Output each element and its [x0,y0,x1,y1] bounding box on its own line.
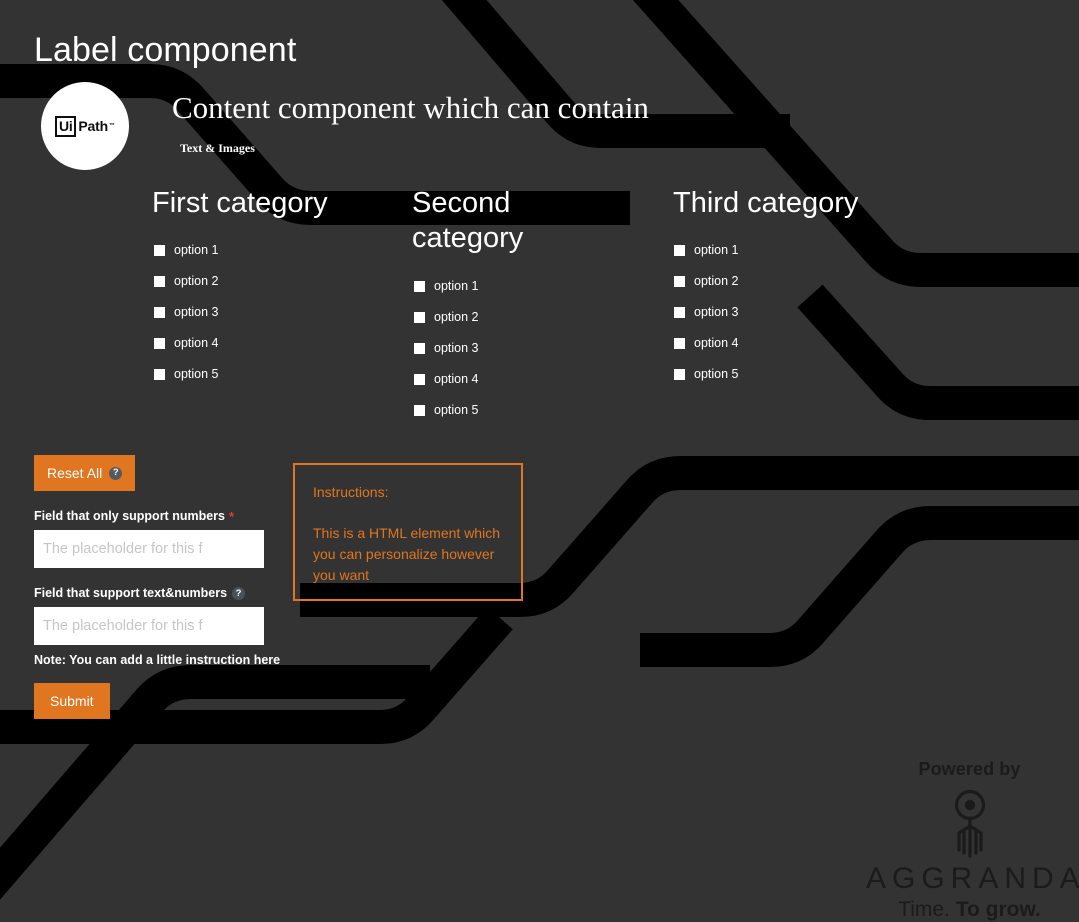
option-label: option 2 [434,310,479,325]
option-label: option 3 [694,305,739,320]
option-label: option 2 [174,274,219,289]
option-label: option 1 [174,243,219,258]
checkbox-icon[interactable] [414,343,425,354]
instructions-body: This is a HTML element which you can per… [313,525,500,583]
option-row[interactable]: option 3 [674,297,918,328]
category-column-second: Second category option 1 option 2 option… [412,186,542,426]
option-row[interactable]: option 1 [414,271,542,302]
option-label: option 5 [694,367,739,382]
option-label: option 4 [174,336,219,351]
option-row[interactable]: option 3 [414,333,542,364]
uipath-logo-tm: ™ [108,123,115,129]
text-numbers-field-label: Field that support text&numbers [34,586,228,601]
tagline-bold: To grow. [955,898,1041,921]
option-row[interactable]: option 4 [674,328,918,359]
checkbox-icon[interactable] [154,307,165,318]
option-row[interactable]: option 1 [674,235,918,266]
aggranda-tagline: Time. To grow. [860,899,1079,920]
option-list-third: option 1 option 2 option 3 option 4 opti… [674,235,918,390]
checkbox-icon[interactable] [154,369,165,380]
powered-by-label: Powered by [918,759,1021,779]
option-row[interactable]: option 2 [154,266,387,297]
checkbox-icon[interactable] [414,281,425,292]
option-label: option 4 [434,372,479,387]
text-numbers-field-label-row: Field that support text&numbers ? [34,587,266,600]
checkbox-icon[interactable] [674,369,685,380]
submit-button[interactable]: Submit [34,682,110,719]
content-heading: Content component which can contain [172,90,649,125]
checkbox-icon[interactable] [674,276,685,287]
help-icon[interactable]: ? [232,587,246,600]
powered-by-footer: Powered by AGGRANDA Time. To grow. [860,760,1079,920]
checkbox-icon[interactable] [674,338,685,349]
category-title-first: First category [152,187,328,219]
option-label: option 4 [694,336,739,351]
option-row[interactable]: option 4 [414,364,542,395]
field-note: Note: You can add a little instruction h… [34,653,281,667]
option-list-second: option 1 option 2 option 3 option 4 opti… [414,271,542,426]
aggranda-wordmark: AGGRANDA [866,862,1079,895]
checkbox-icon[interactable] [414,312,425,323]
aggranda-logo-icon [954,789,985,858]
option-row[interactable]: option 5 [154,359,387,390]
option-label: option 5 [174,367,219,382]
numbers-field-label-row: Field that only support numbers * [34,510,266,523]
tagline-light: Time. [898,898,956,921]
content-subheading: Text & Images [180,141,255,155]
option-label: option 3 [434,341,479,356]
instructions-title: Instructions: [313,484,389,500]
option-row[interactable]: option 4 [154,328,387,359]
option-row[interactable]: option 1 [154,235,387,266]
option-row[interactable]: option 2 [414,302,542,333]
checkbox-icon[interactable] [154,338,165,349]
option-label: option 2 [694,274,739,289]
option-label: option 1 [434,279,479,294]
option-row[interactable]: option 5 [674,359,918,390]
form-column: Reset All ? Field that only support numb… [34,455,281,719]
numbers-input[interactable] [34,530,264,568]
numbers-field-label: Field that only support numbers [34,509,225,524]
checkbox-icon[interactable] [154,276,165,287]
category-column-third: Third category option 1 option 2 option … [673,186,918,390]
option-label: option 5 [434,403,479,418]
uipath-logo-path-text: Path [78,118,108,134]
checkbox-icon[interactable] [674,307,685,318]
page-title: Label component [34,30,297,69]
help-icon[interactable]: ? [109,466,123,480]
option-row[interactable]: option 5 [414,395,542,426]
checkbox-icon[interactable] [674,245,685,256]
uipath-logo-ui-text: Ui [55,115,77,137]
reset-all-label: Reset All [47,465,103,481]
checkbox-icon[interactable] [414,374,425,385]
required-marker: * [228,509,235,524]
option-label: option 3 [174,305,219,320]
text-numbers-input[interactable] [34,607,264,645]
reset-all-button[interactable]: Reset All ? [34,455,136,491]
checkbox-icon[interactable] [154,245,165,256]
option-label: option 1 [694,243,739,258]
option-list-first: option 1 option 2 option 3 option 4 opti… [154,235,387,390]
checkbox-icon[interactable] [414,405,425,416]
option-row[interactable]: option 3 [154,297,387,328]
instructions-panel: Instructions: This is a HTML element whi… [293,463,523,601]
category-title-third: Third category [673,187,859,219]
category-title-second: Second category [412,187,524,254]
submit-label: Submit [50,692,94,709]
option-row[interactable]: option 2 [674,266,918,297]
category-column-first: First category option 1 option 2 option … [152,186,387,390]
